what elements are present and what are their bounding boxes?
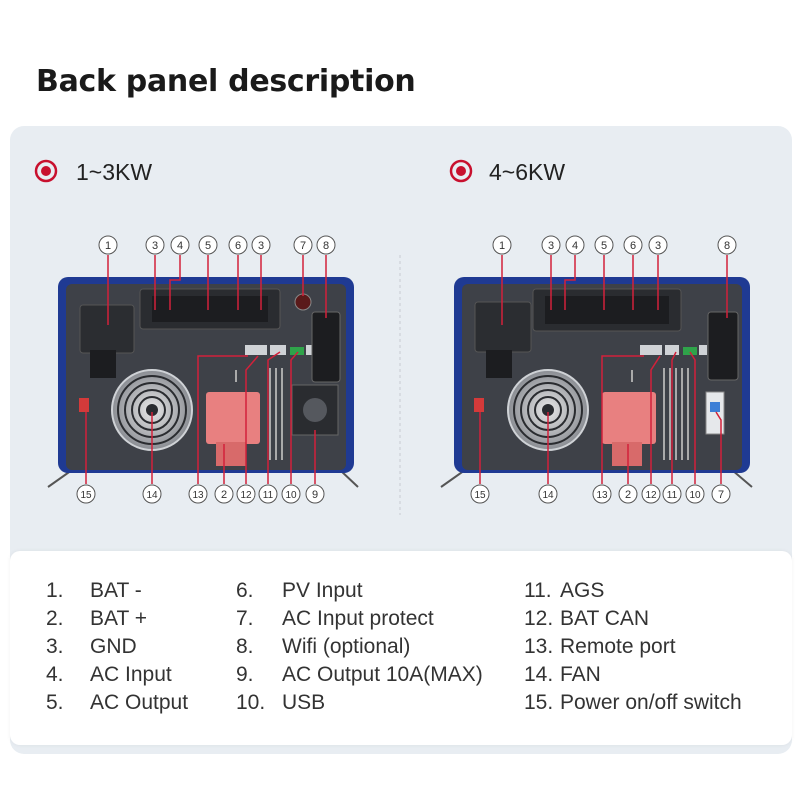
callout-number: 7 [718, 489, 724, 501]
callout-number: 3 [258, 240, 264, 252]
callout-number: 4 [177, 240, 183, 252]
callout-circle [648, 235, 668, 255]
callout-number: 1 [105, 240, 111, 252]
page-title: Back panel description [36, 64, 416, 99]
callout-number: 11 [667, 490, 678, 501]
legend-item: 11.AGS [524, 579, 605, 602]
callout-circle [492, 235, 512, 255]
legend-item: 5.AC Output [46, 691, 189, 714]
callout-circle [198, 235, 218, 255]
callout-number: 4 [572, 240, 578, 252]
callout-circle [98, 235, 118, 255]
callout-circle [662, 484, 682, 504]
legend-item: 13.Remote port [524, 635, 676, 658]
callout-lines-right [479, 255, 728, 484]
callout-circle [293, 235, 313, 255]
callout-circle [214, 484, 234, 504]
legend-box: 1.BAT - 2.BAT + 3.GND 4.AC Input 5.AC Ou… [10, 551, 792, 745]
callout-circle [538, 484, 558, 504]
callout-number: 7 [300, 240, 306, 252]
callout-number: 3 [548, 240, 554, 252]
radio-4-6kw-icon [449, 159, 473, 183]
callout-circle [623, 235, 643, 255]
legend-item: 9.AC Output 10A(MAX) [236, 663, 483, 686]
legend-item: 10.USB [236, 691, 326, 714]
callout-circle [251, 235, 271, 255]
callout-circle [228, 235, 248, 255]
callout-circle [592, 484, 612, 504]
model-label-4-6kw: 4~6KW [489, 159, 565, 185]
callout-number: 13 [596, 490, 608, 501]
legend-column-3: 11.AGS 12.BAT CAN 13.Remote port 14.FAN … [524, 577, 742, 717]
callout-number: 10 [285, 490, 297, 501]
model-label-1-3kw: 1~3KW [76, 159, 152, 185]
callout-number: 6 [630, 240, 636, 252]
callout-circle [258, 484, 278, 504]
callout-number: 2 [625, 489, 631, 501]
callout-circle [281, 484, 301, 504]
callout-number: 14 [542, 490, 554, 501]
callout-circle [470, 484, 490, 504]
callout-number: 11 [263, 490, 274, 501]
callout-number: 15 [474, 490, 486, 501]
callout-circle [565, 235, 585, 255]
legend-column-2: 6.PV Input 7.AC Input protect 8.Wifi (op… [236, 577, 483, 717]
legend-item: 1.BAT - [46, 579, 142, 602]
inverter-1-3kw [47, 277, 359, 488]
callout-number: 14 [146, 490, 158, 501]
callout-circle [236, 484, 256, 504]
legend-column-1: 1.BAT - 2.BAT + 3.GND 4.AC Input 5.AC Ou… [46, 577, 188, 717]
callout-circle [641, 484, 661, 504]
legend-item: 8.Wifi (optional) [236, 635, 411, 658]
callout-circle [685, 484, 705, 504]
callout-circle [76, 484, 96, 504]
callout-lines-left [85, 255, 327, 484]
inverter-4-6kw [440, 277, 753, 488]
legend-item: 12.BAT CAN [524, 607, 650, 630]
callout-number: 1 [499, 240, 505, 252]
callout-circle [188, 484, 208, 504]
legend-item: 14.FAN [524, 663, 601, 686]
callout-number: 10 [689, 490, 701, 501]
legend-item: 2.BAT + [46, 607, 148, 630]
legend-item: 7.AC Input protect [236, 607, 434, 630]
callout-circle [711, 484, 731, 504]
callout-number: 15 [80, 490, 92, 501]
callout-number: 8 [724, 240, 730, 252]
callout-circle [618, 484, 638, 504]
callout-number: 5 [205, 240, 211, 252]
callout-number: 12 [240, 490, 252, 501]
callout-circle [305, 484, 325, 504]
callout-number: 2 [221, 489, 227, 501]
callout-number: 12 [645, 490, 657, 501]
legend-item: 4.AC Input [46, 663, 172, 686]
callout-number: 3 [152, 240, 158, 252]
callout-number: 13 [192, 490, 204, 501]
legend-item: 3.GND [46, 635, 137, 658]
callout-number: 8 [323, 240, 329, 252]
callout-number: 3 [655, 240, 661, 252]
radio-1-3kw-icon [34, 159, 58, 183]
callout-circle [717, 235, 737, 255]
legend-item: 6.PV Input [236, 579, 363, 602]
callout-circle [170, 235, 190, 255]
callout-number: 9 [312, 489, 318, 501]
legend-item: 15.Power on/off switch [524, 691, 742, 714]
callout-number: 5 [601, 240, 607, 252]
callout-circle [142, 484, 162, 504]
callout-circle [541, 235, 561, 255]
callout-number: 6 [235, 240, 241, 252]
callout-circle [316, 235, 336, 255]
callout-circle [145, 235, 165, 255]
callout-circle [594, 235, 614, 255]
